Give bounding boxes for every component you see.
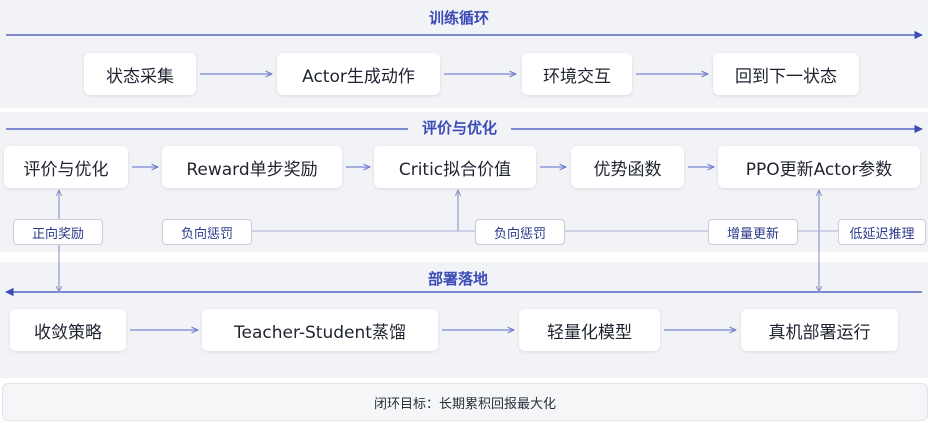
section-title-training: 训练循环: [415, 7, 504, 29]
node-lightweight-model: 轻量化模型: [519, 309, 660, 351]
node-env-interaction: 环境交互: [522, 53, 632, 95]
tag-negative-penalty-2: 负向惩罚: [475, 219, 565, 245]
closed-loop-goal-text: 闭环目标：长期累积回报最大化: [373, 396, 556, 412]
closed-loop-goal: 闭环目标：长期累积回报最大化: [2, 383, 928, 421]
node-reward: Reward单步奖励: [162, 146, 342, 188]
tag-low-latency-inference: 低延迟推理: [838, 219, 926, 245]
node-real-deployment: 真机部署运行: [741, 309, 898, 351]
tag-incremental-update: 增量更新: [708, 219, 798, 245]
tag-negative-penalty-1: 负向惩罚: [162, 219, 252, 245]
node-actor-action: Actor生成动作: [277, 53, 440, 95]
node-advantage: 优势函数: [571, 146, 684, 188]
node-teacher-student: Teacher-Student蒸馏: [202, 309, 438, 351]
node-state-collection: 状态采集: [84, 53, 196, 95]
section-title-deployment: 部署落地: [414, 268, 503, 290]
node-critic: Critic拟合价值: [374, 146, 536, 188]
tag-positive-reward: 正向奖励: [13, 219, 103, 245]
node-eval-optimize: 评价与优化: [4, 146, 128, 188]
node-converged-policy: 收敛策略: [10, 309, 126, 351]
node-next-state: 回到下一状态: [713, 53, 859, 95]
node-ppo-update: PPO更新Actor参数: [718, 146, 920, 188]
section-title-evaluation: 评价与优化: [408, 117, 512, 139]
